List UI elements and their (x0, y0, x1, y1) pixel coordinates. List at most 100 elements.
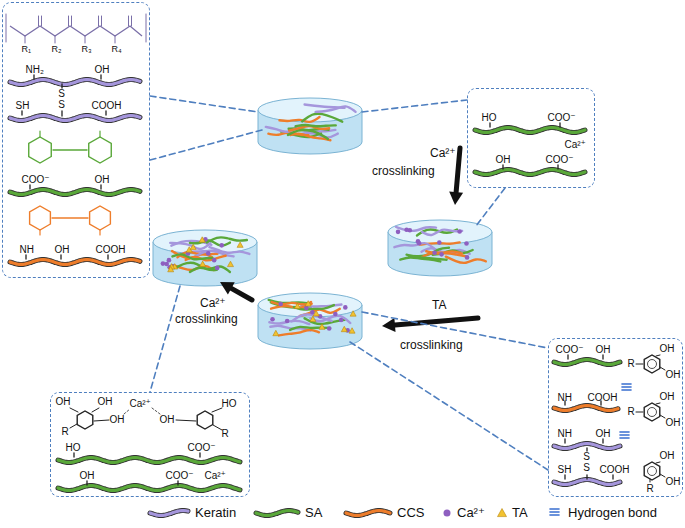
chemical-group-label: COOH (96, 244, 126, 256)
polymer-strand (10, 80, 140, 85)
calcium-ion-dot (404, 227, 409, 232)
chemical-group-label: COOH (588, 392, 618, 404)
hydrogel-disc (258, 293, 362, 349)
carbonyl-bond (101, 16, 102, 26)
carbonyl-bond (41, 16, 42, 26)
polymer-strand (10, 116, 140, 121)
polymer-chain (172, 254, 212, 259)
process-arrow-head (382, 318, 396, 332)
chemical-group-label: R₁ (22, 44, 32, 55)
side-group-bond (99, 230, 100, 235)
legend-text: CCS (397, 505, 424, 520)
chitosan-ring (90, 206, 111, 230)
chemical-group-label: NH (20, 244, 34, 256)
ta-triangle (200, 261, 206, 266)
chemical-group-label: R₃ (82, 44, 92, 55)
ta-triangle (273, 330, 279, 335)
polymer-strand (58, 486, 240, 491)
process-label: crosslinking (372, 164, 435, 178)
chemical-group-label: COO⁻ (22, 174, 50, 186)
chemical-group-label: R (62, 426, 69, 438)
coordination-bond (152, 408, 160, 414)
strand-outline (10, 116, 140, 121)
chemical-group-label: COO⁻ (546, 154, 574, 166)
strand-outline (346, 511, 390, 516)
chemical-group-label: COO⁻ (548, 112, 576, 124)
legend-text: TA (512, 505, 528, 520)
polymer-chain (292, 315, 332, 322)
polymer-chain (296, 125, 336, 126)
chemical-group-label: OH (660, 343, 675, 355)
chemical-group-label: Ca²⁺ (205, 470, 226, 482)
calcium-ion-dot (270, 317, 275, 322)
calcium-ion-dot (206, 251, 211, 256)
side-chain-bond (25, 36, 26, 43)
side-chain-bond (85, 36, 86, 43)
hydroxyl-bond (176, 420, 196, 421)
hydroxyl-bond (656, 462, 660, 463)
disc-top (258, 98, 362, 122)
strand-outline (10, 190, 140, 195)
chemical-group-label: SS (582, 451, 592, 473)
hydrogen-bond-mark (622, 386, 631, 388)
bond-line (199, 453, 200, 457)
chemical-group-label: OH (660, 391, 675, 403)
glycosidic-bond (52, 217, 88, 218)
hydroxyl-bond (656, 355, 660, 356)
hydrogel-disc (153, 230, 257, 286)
calcium-ion-dot (432, 250, 437, 255)
calcium-ion-dot (464, 241, 469, 246)
bond-line (25, 255, 26, 259)
polymer-chain (422, 230, 462, 235)
hydrogen-bond-mark (620, 437, 629, 439)
hydrogen-bond-mark (620, 434, 629, 436)
hydroxyl-bond (660, 367, 665, 370)
chemical-group-label: COO⁻ (166, 470, 194, 482)
chemical-group-label: OH (55, 244, 70, 256)
bond-line (557, 165, 558, 169)
alginate-ring (29, 137, 52, 163)
bond-line (489, 123, 490, 127)
polymer-chain (394, 243, 434, 249)
bond-line (564, 475, 565, 479)
chemical-group-label: R (628, 406, 635, 418)
polymer-strand (58, 458, 240, 463)
chemical-group-label: OH (80, 470, 95, 482)
chemical-group-label: OH (660, 450, 675, 462)
chemical-group-label: OH (160, 414, 175, 426)
polymer-strand (475, 170, 585, 175)
bond-line (602, 439, 603, 443)
process-arrow-shaft (456, 148, 460, 192)
calcium-ion-dot (285, 319, 290, 324)
chemical-group-label: SH (558, 464, 572, 476)
chemical-group-label: SH (16, 100, 30, 112)
hydroxyl-bond (92, 408, 99, 412)
process-label: crosslinking (175, 312, 238, 326)
strand-outline (256, 511, 298, 516)
legend-text: SA (305, 505, 322, 520)
ta-triangle (237, 242, 243, 247)
chemical-group-label: COO⁻ (188, 442, 216, 454)
ta-triangle (313, 311, 319, 316)
leader-line (350, 342, 548, 470)
bond-line (29, 185, 30, 189)
keratin-backbone (10, 26, 142, 36)
hydrogen-bond-mark (550, 514, 559, 516)
calcium-ion-dot (396, 230, 401, 235)
callout-box: R₁R₂R₃R₄NH₂OHSHSSCOOHCOO⁻OHNHOHCOOH (2, 2, 150, 278)
disc-top (258, 293, 362, 317)
bracket (146, 14, 147, 42)
process-label: Ca²⁺ (200, 296, 226, 310)
chemical-group-label: SS (57, 88, 67, 110)
strand-outline (554, 480, 620, 485)
ta-triangle (199, 237, 205, 242)
hydrogel-disc (258, 98, 362, 154)
ta-triangle (305, 301, 311, 306)
strand-outline (58, 486, 240, 491)
bond-line (602, 355, 603, 359)
hydrogen-bond-mark (550, 508, 559, 510)
strand-outline (554, 360, 620, 365)
polymer-strand (346, 511, 390, 516)
